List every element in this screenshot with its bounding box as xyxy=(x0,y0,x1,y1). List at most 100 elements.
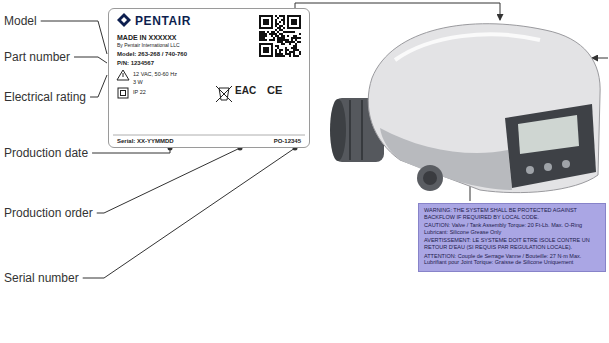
qr-code xyxy=(293,35,295,37)
weee-symbol xyxy=(216,86,232,102)
qr-code xyxy=(279,49,281,51)
qr-code xyxy=(258,14,302,58)
plate-text: IP 22 xyxy=(133,89,146,95)
plate-text: P/N: 1234567 xyxy=(117,60,154,67)
qr-code xyxy=(265,33,267,35)
qr-code xyxy=(261,33,263,35)
qr-code xyxy=(275,51,277,53)
qr-code xyxy=(267,31,269,33)
leader-line xyxy=(83,148,295,278)
qr-code xyxy=(291,41,293,43)
qr-code xyxy=(283,37,285,39)
qr-code xyxy=(277,47,279,49)
qr-code xyxy=(281,19,283,21)
qr-code xyxy=(293,45,295,47)
qr-code xyxy=(273,37,275,39)
qr-code xyxy=(275,53,277,55)
qr-code xyxy=(289,53,291,55)
class-ii-symbol xyxy=(118,88,128,98)
qr-code xyxy=(285,53,287,55)
plate-text: Model: 263-268 / 740-760 xyxy=(117,51,187,58)
qr-code xyxy=(295,37,297,39)
qr-code xyxy=(287,49,289,51)
qr-code xyxy=(277,37,279,39)
qr-code xyxy=(283,15,285,17)
qr-code xyxy=(273,39,275,41)
qr-code xyxy=(291,31,293,33)
qr-code xyxy=(279,39,281,41)
valve-body xyxy=(330,24,600,193)
qr-code xyxy=(295,45,297,47)
qr-code xyxy=(281,29,283,31)
qr-code xyxy=(277,45,279,47)
qr-code xyxy=(291,39,293,41)
qr-code xyxy=(279,41,281,43)
qr-code xyxy=(287,39,289,41)
qr-code xyxy=(279,53,281,55)
leader-line xyxy=(41,21,107,54)
qr-code xyxy=(295,35,297,37)
qr-code xyxy=(295,49,297,51)
qr-code xyxy=(283,55,285,57)
qr-code xyxy=(277,53,279,55)
callout-label: Serial number xyxy=(4,271,79,285)
callout-label: Model xyxy=(4,14,37,28)
qr-code xyxy=(283,31,285,33)
qr-code xyxy=(275,21,277,23)
qr-code xyxy=(275,55,277,57)
qr-code xyxy=(283,39,285,41)
qr-code xyxy=(259,37,261,39)
qr-code xyxy=(263,31,265,33)
qr-code xyxy=(259,35,261,37)
separator-line xyxy=(113,135,305,136)
qr-code xyxy=(261,39,263,41)
qr-code xyxy=(275,45,277,47)
callout-label: Production date xyxy=(4,146,88,160)
qr-code xyxy=(287,41,289,43)
qr-code xyxy=(285,47,287,49)
qr-code xyxy=(281,41,283,43)
qr-code xyxy=(293,53,295,55)
qr-code xyxy=(277,55,279,57)
qr-code xyxy=(275,15,277,17)
qr-code xyxy=(283,17,285,19)
qr-code xyxy=(261,31,263,33)
qr-code xyxy=(261,35,263,37)
qr-code xyxy=(299,37,301,39)
qr-code xyxy=(263,47,269,53)
qr-code xyxy=(289,31,291,33)
qr-code xyxy=(287,35,289,37)
qr-code xyxy=(273,31,275,33)
warning-text: WARNING: THE SYSTEM SHALL BE PROTECTED A… xyxy=(424,207,600,220)
qr-code xyxy=(295,39,297,41)
qr-code xyxy=(283,43,285,45)
plate-text: 12 VAC, 50-60 Hz xyxy=(133,71,177,77)
qr-code xyxy=(263,35,265,37)
qr-code xyxy=(293,47,295,49)
qr-code xyxy=(289,55,291,57)
qr-code xyxy=(281,55,283,57)
qr-code xyxy=(271,35,273,37)
qr-code xyxy=(283,21,285,23)
class-ii-symbol xyxy=(121,91,126,96)
rating-plate: PENTAIRMADE IN XXXXXXBy Pentair Internat… xyxy=(108,8,310,148)
qr-code xyxy=(281,15,283,17)
qr-code xyxy=(281,33,283,35)
qr-code xyxy=(289,41,291,43)
plate-text: By Pentair International LLC xyxy=(117,43,180,49)
qr-code xyxy=(283,19,285,21)
qr-code xyxy=(289,43,291,45)
qr-code xyxy=(263,37,265,39)
qr-code xyxy=(263,19,269,25)
qr-code xyxy=(261,17,271,27)
qr-code xyxy=(263,39,265,41)
qr-code xyxy=(281,49,283,51)
qr-code xyxy=(277,23,279,25)
qr-code xyxy=(291,37,293,39)
qr-code xyxy=(291,51,293,53)
warning-symbol xyxy=(123,73,124,77)
qr-code xyxy=(277,31,279,33)
qr-code xyxy=(293,37,295,39)
qr-code xyxy=(295,47,297,49)
